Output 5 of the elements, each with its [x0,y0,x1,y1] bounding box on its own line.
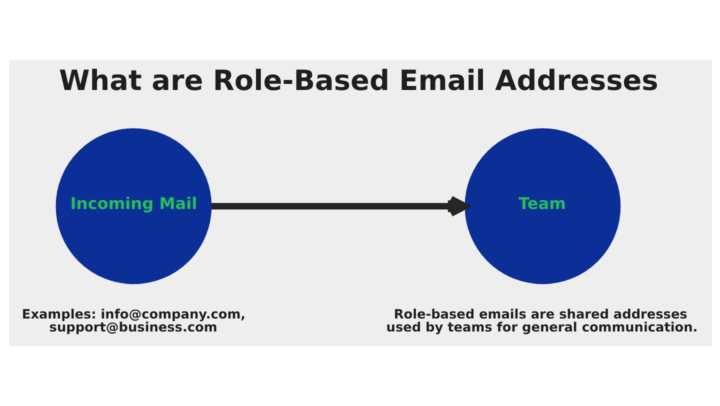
node-label: Examples: info@company.com, support@business.com [21,308,246,336]
node-circle: Team [464,128,620,284]
diagram-title: What are Role-Based Email Addresses [58,64,658,97]
node-circle: Incoming Mail [55,128,212,284]
node-label: Role-based emails are shared addresses used by teams for general communication. [386,308,698,336]
